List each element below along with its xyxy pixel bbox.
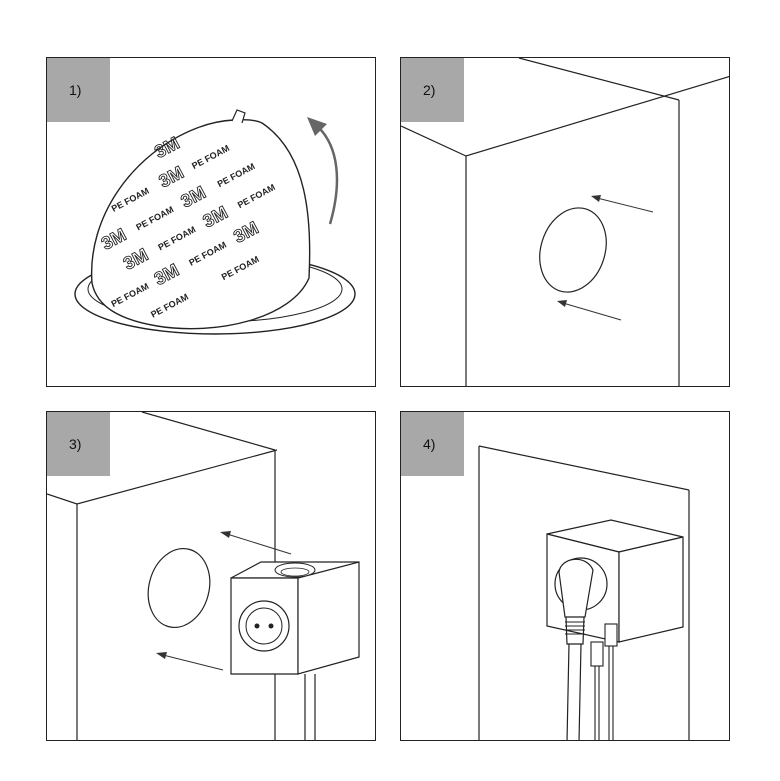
cube-side-face [297, 561, 360, 675]
cable-connector [604, 623, 618, 647]
curved-arrow-icon [316, 125, 339, 225]
adhesive-pad [539, 207, 607, 293]
straight-arrow-icon [596, 197, 654, 213]
step-4-panel: 4) [400, 411, 730, 741]
arrow-head-icon [591, 195, 601, 202]
cabinet-back-edge [518, 58, 680, 101]
step-number: 4) [423, 436, 436, 452]
step-3-panel: 3) [46, 411, 376, 741]
arrow-head-icon [220, 531, 231, 538]
step-4-illustration [478, 445, 690, 740]
step-badge: 2) [401, 58, 464, 122]
step-3-illustration [47, 412, 360, 740]
straight-arrow-icon [226, 533, 292, 555]
step-number: 3) [69, 436, 82, 452]
peeled-liner [90, 119, 311, 330]
plug-cable [566, 643, 570, 740]
step-2-illustration [401, 58, 729, 386]
step-badge: 4) [401, 412, 464, 476]
plug-strain-relief [565, 616, 585, 645]
socket-pin-hole [268, 623, 274, 629]
step-2-panel: 2) [400, 57, 730, 387]
top-socket-inner [280, 567, 310, 577]
cube-side-face [618, 536, 684, 643]
usb-connector [590, 641, 604, 667]
curved-arrow-head-icon [307, 117, 327, 136]
step-number: 2) [423, 82, 436, 98]
step-1-illustration: 3M PE FOAM 3M PE FOAM 3M PE FOAM 3M PE F… [74, 109, 356, 335]
step-badge: 3) [47, 412, 110, 476]
step-number: 1) [69, 82, 82, 98]
straight-arrow-icon [562, 302, 622, 321]
arrow-head-icon [156, 652, 167, 659]
cabinet-back-edge [141, 412, 276, 451]
front-socket-inner [245, 607, 283, 645]
plug-cable [578, 643, 582, 740]
plug [558, 558, 594, 740]
arrow-head-icon [557, 300, 567, 307]
step-badge: 1) [47, 58, 110, 122]
liner-tab [231, 109, 246, 124]
cube-cable [590, 623, 618, 740]
socket-pin-hole [254, 623, 260, 629]
top-socket-icon [274, 562, 316, 578]
cabinet-top-edge [478, 445, 690, 491]
adhesive-pad [147, 547, 211, 629]
step-1-panel: 3M PE FOAM 3M PE FOAM 3M PE FOAM 3M PE F… [46, 57, 376, 387]
straight-arrow-icon [162, 654, 224, 671]
plug-body [558, 558, 594, 618]
power-cube [230, 561, 360, 740]
